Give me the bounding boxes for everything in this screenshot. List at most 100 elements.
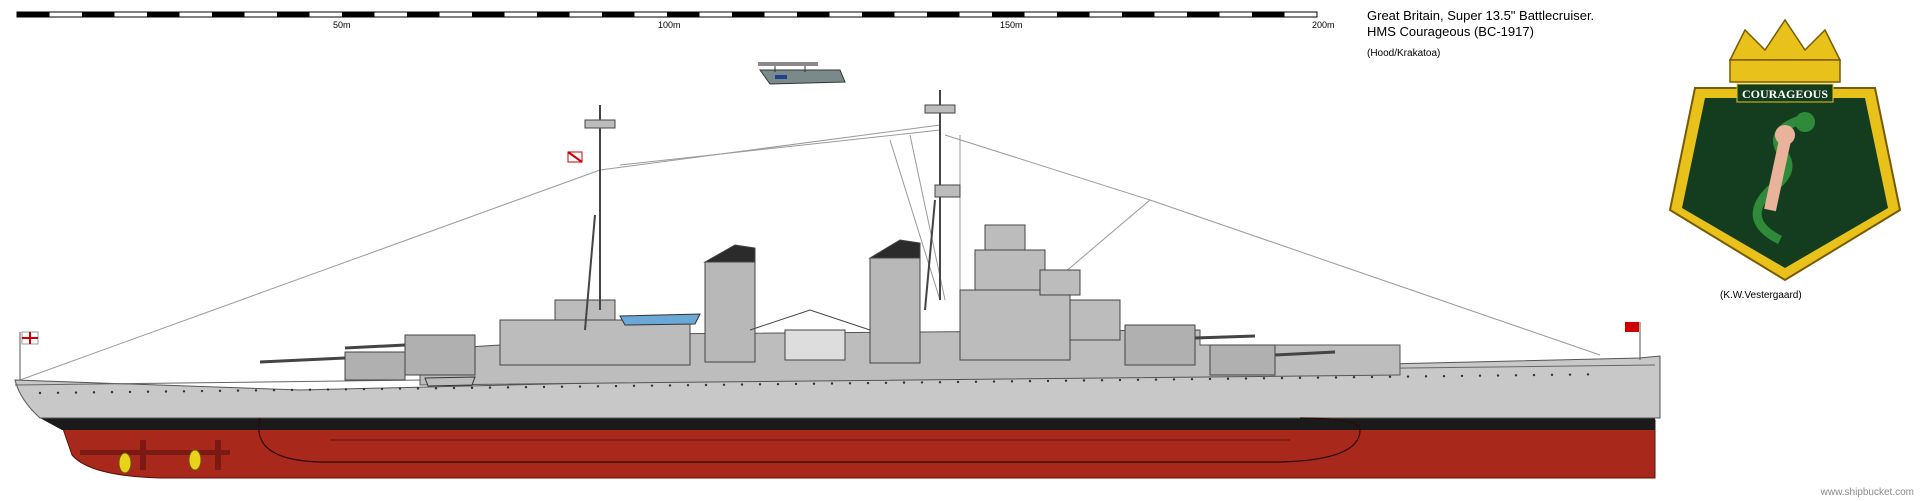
scale-segment — [147, 12, 180, 17]
scale-segment — [82, 12, 115, 17]
porthole — [1388, 375, 1392, 378]
scale-segment — [537, 12, 570, 17]
porthole — [668, 384, 672, 387]
porthole — [128, 390, 132, 394]
hull-underwater — [59, 419, 1656, 479]
porthole — [650, 384, 654, 387]
porthole — [704, 383, 708, 387]
scale-label-150m: 150m — [1000, 20, 1023, 30]
bridge-tower — [959, 224, 1121, 361]
porthole — [182, 390, 186, 393]
ensign-flags — [19, 151, 1641, 380]
badge-name: COURAGEOUS — [1742, 87, 1828, 101]
scale-segment — [667, 12, 700, 17]
porthole — [794, 382, 798, 386]
porthole — [1568, 373, 1572, 376]
porthole — [398, 387, 402, 390]
porthole — [1136, 378, 1140, 382]
watermark: www.shipbucket.com — [1820, 487, 1914, 498]
porthole — [92, 391, 96, 394]
porthole — [506, 386, 510, 389]
porthole — [1586, 373, 1590, 376]
porthole — [830, 382, 834, 385]
ship-badge: COURAGEOUS — [1668, 18, 1902, 282]
funnels — [703, 239, 921, 364]
scale-segment — [342, 12, 375, 17]
porthole — [1208, 377, 1212, 381]
scale-segment — [797, 12, 830, 17]
porthole — [1370, 375, 1374, 379]
scale-segment — [1122, 12, 1155, 17]
scale-segment — [277, 12, 310, 17]
artist-credit: (K.W.Vestergaard) — [1720, 290, 1802, 301]
porthole — [200, 389, 204, 393]
porthole — [956, 380, 960, 384]
porthole — [488, 386, 492, 389]
porthole — [1334, 376, 1338, 379]
porthole — [776, 382, 780, 386]
porthole — [1244, 377, 1248, 380]
porthole — [1064, 379, 1068, 382]
porthole — [542, 385, 546, 389]
porthole — [236, 389, 240, 392]
porthole — [110, 390, 114, 394]
porthole — [1028, 379, 1032, 383]
propellers — [80, 440, 230, 474]
porthole — [920, 381, 924, 384]
porthole — [1046, 379, 1050, 383]
porthole — [812, 382, 816, 385]
porthole — [1442, 374, 1446, 378]
porthole — [362, 387, 366, 391]
ship-boats — [424, 313, 701, 387]
porthole — [740, 383, 744, 386]
porthole — [974, 380, 978, 383]
scale-segment — [1057, 12, 1090, 17]
porthole — [1532, 373, 1536, 377]
scale-label-100m: 100m — [658, 20, 681, 30]
torpedo-bulge — [258, 417, 1361, 463]
porthole — [1406, 375, 1410, 378]
porthole — [1154, 378, 1158, 381]
porthole — [1478, 374, 1482, 377]
porthole — [1298, 376, 1302, 380]
porthole — [1496, 374, 1500, 377]
boot-top — [40, 418, 1655, 430]
porthole — [1118, 378, 1122, 382]
porthole — [1280, 376, 1284, 380]
porthole — [1190, 377, 1194, 381]
porthole — [1460, 374, 1464, 378]
title-line-2: HMS Courageous (BC-1917) — [1367, 24, 1534, 39]
porthole — [452, 386, 456, 390]
porthole — [1226, 377, 1230, 380]
rigging — [19, 124, 1601, 381]
porthole — [74, 391, 78, 394]
porthole — [758, 383, 762, 386]
porthole — [272, 388, 276, 392]
scale-segment — [1252, 12, 1285, 17]
turrets — [259, 324, 1336, 381]
scale-segment — [992, 12, 1025, 17]
scale-label-50m: 50m — [333, 20, 351, 30]
porthole — [146, 390, 150, 393]
porthole — [38, 391, 42, 395]
porthole — [1514, 374, 1518, 377]
scale-segment — [927, 12, 960, 17]
porthole — [596, 385, 600, 388]
porthole — [560, 385, 564, 388]
scale-segment — [732, 12, 765, 17]
porthole — [1172, 378, 1176, 381]
porthole — [470, 386, 474, 390]
porthole — [326, 388, 330, 391]
porthole — [1424, 375, 1428, 378]
porthole — [164, 390, 168, 393]
porthole — [1010, 380, 1014, 383]
porthole — [614, 384, 618, 388]
scale-label-200m: 200m — [1312, 20, 1335, 30]
scale-segment — [17, 12, 50, 17]
catapult-area — [749, 309, 871, 361]
title-block: Great Britain, Super 13.5" Battlecruiser… — [1367, 8, 1697, 62]
porthole — [1550, 373, 1554, 377]
porthole — [938, 381, 942, 384]
